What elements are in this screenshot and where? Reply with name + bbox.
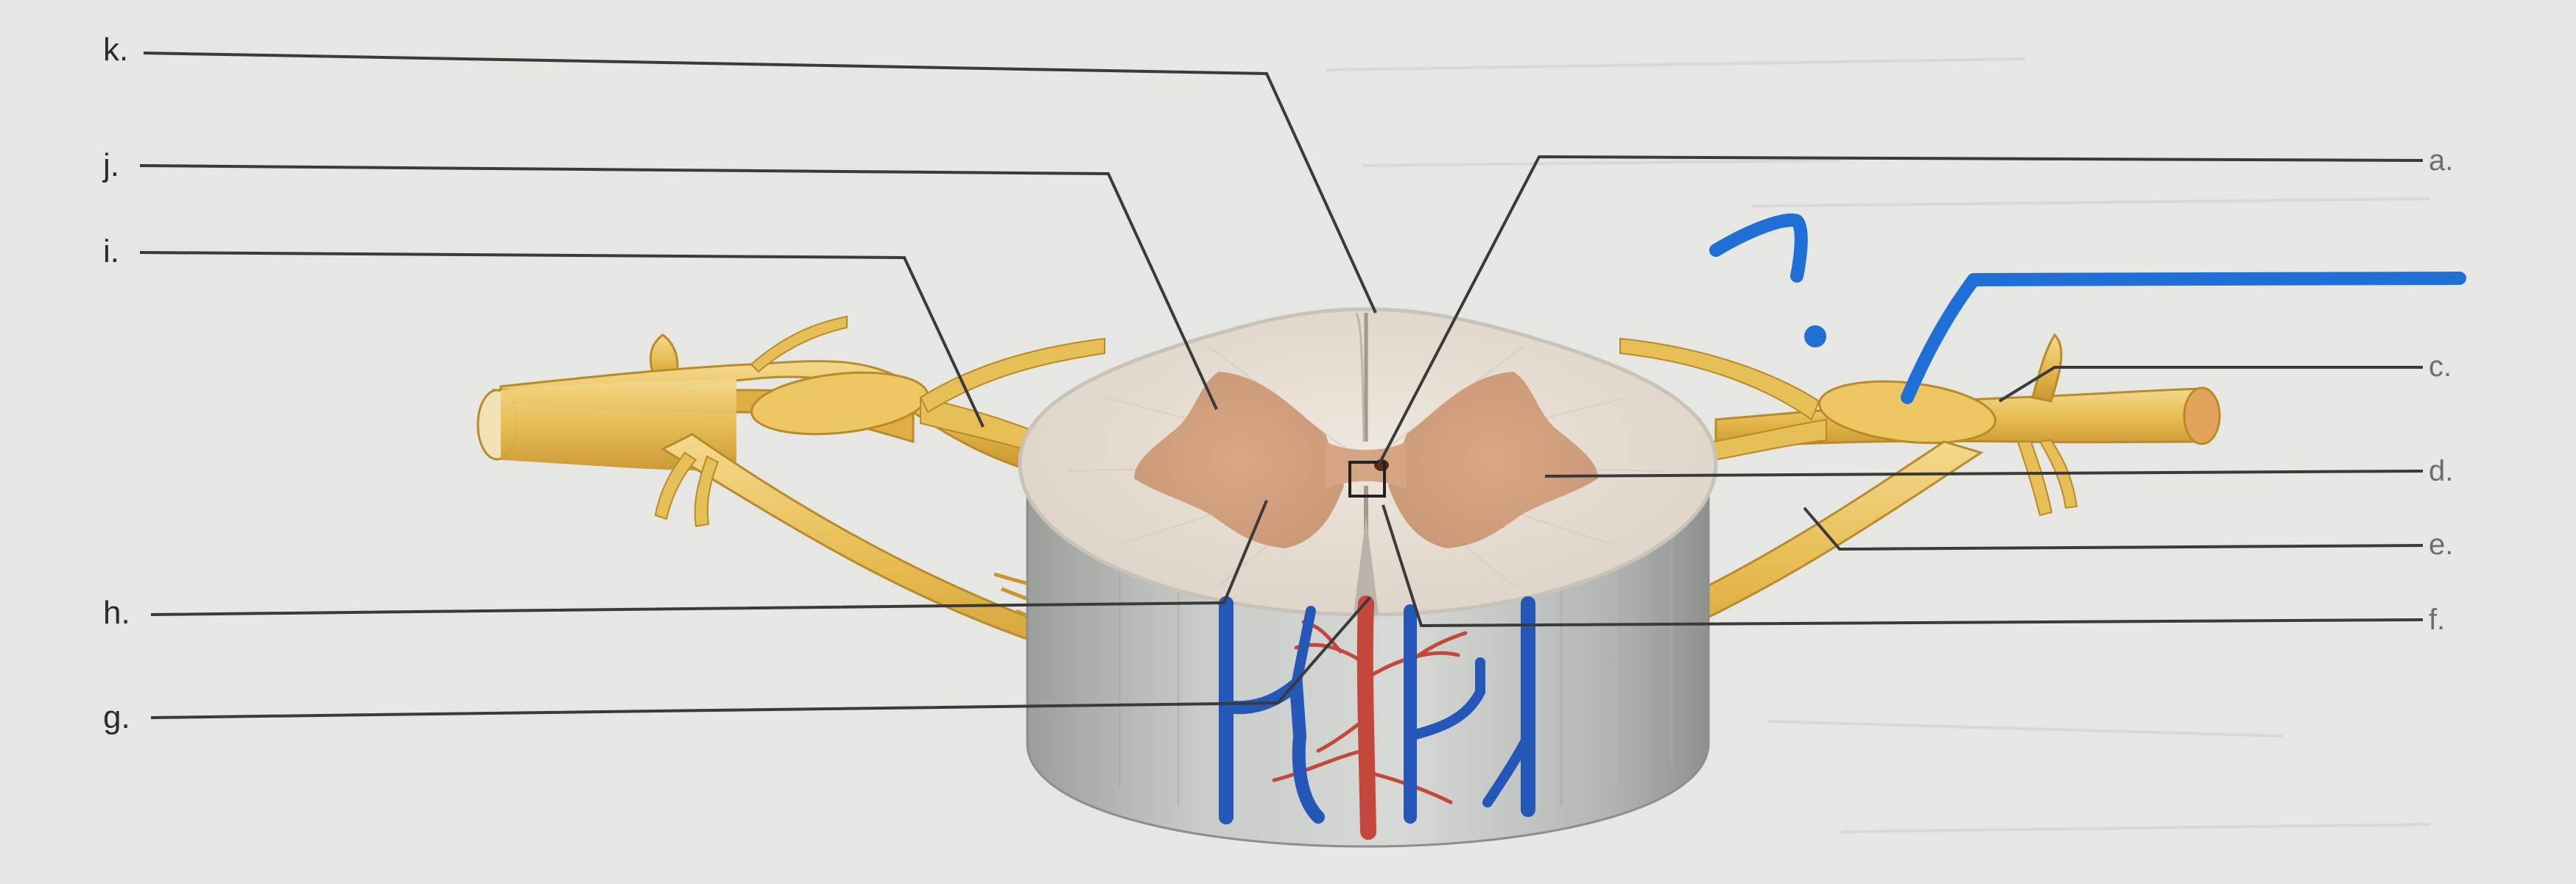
handwritten-annotation (1709, 213, 2466, 404)
label-e: e. (2429, 528, 2454, 561)
label-k: k. (103, 32, 129, 68)
label-h: h. (103, 595, 130, 631)
leader-line-h (150, 500, 1268, 616)
leader-line-f (1382, 504, 2424, 628)
label-g: g. (103, 699, 130, 735)
leader-line-i (139, 251, 985, 428)
leader-line-k (143, 52, 1377, 314)
label-i: i. (103, 233, 119, 269)
leader-line-d (1544, 470, 2424, 478)
leader-line-g (150, 596, 1371, 719)
leader-lines (139, 52, 2424, 719)
leader-line-a (1377, 155, 2424, 466)
label-d: d. (2429, 455, 2454, 487)
handwritten-question-mark (1709, 213, 1808, 283)
left-spinal-nerve (476, 315, 1223, 753)
blood-vessels (1219, 595, 1535, 840)
leader-line-c (1998, 366, 2423, 403)
label-j: j. (103, 147, 119, 183)
label-c: c. (2429, 350, 2452, 383)
page-texture (1325, 57, 2431, 833)
label-a: a. (2429, 144, 2454, 177)
handwritten-dot (1804, 325, 1826, 347)
label-f: f. (2429, 604, 2446, 636)
leader-line-j (139, 164, 1218, 410)
leader-line-e (1803, 506, 2424, 551)
handwritten-line (1901, 272, 2466, 404)
